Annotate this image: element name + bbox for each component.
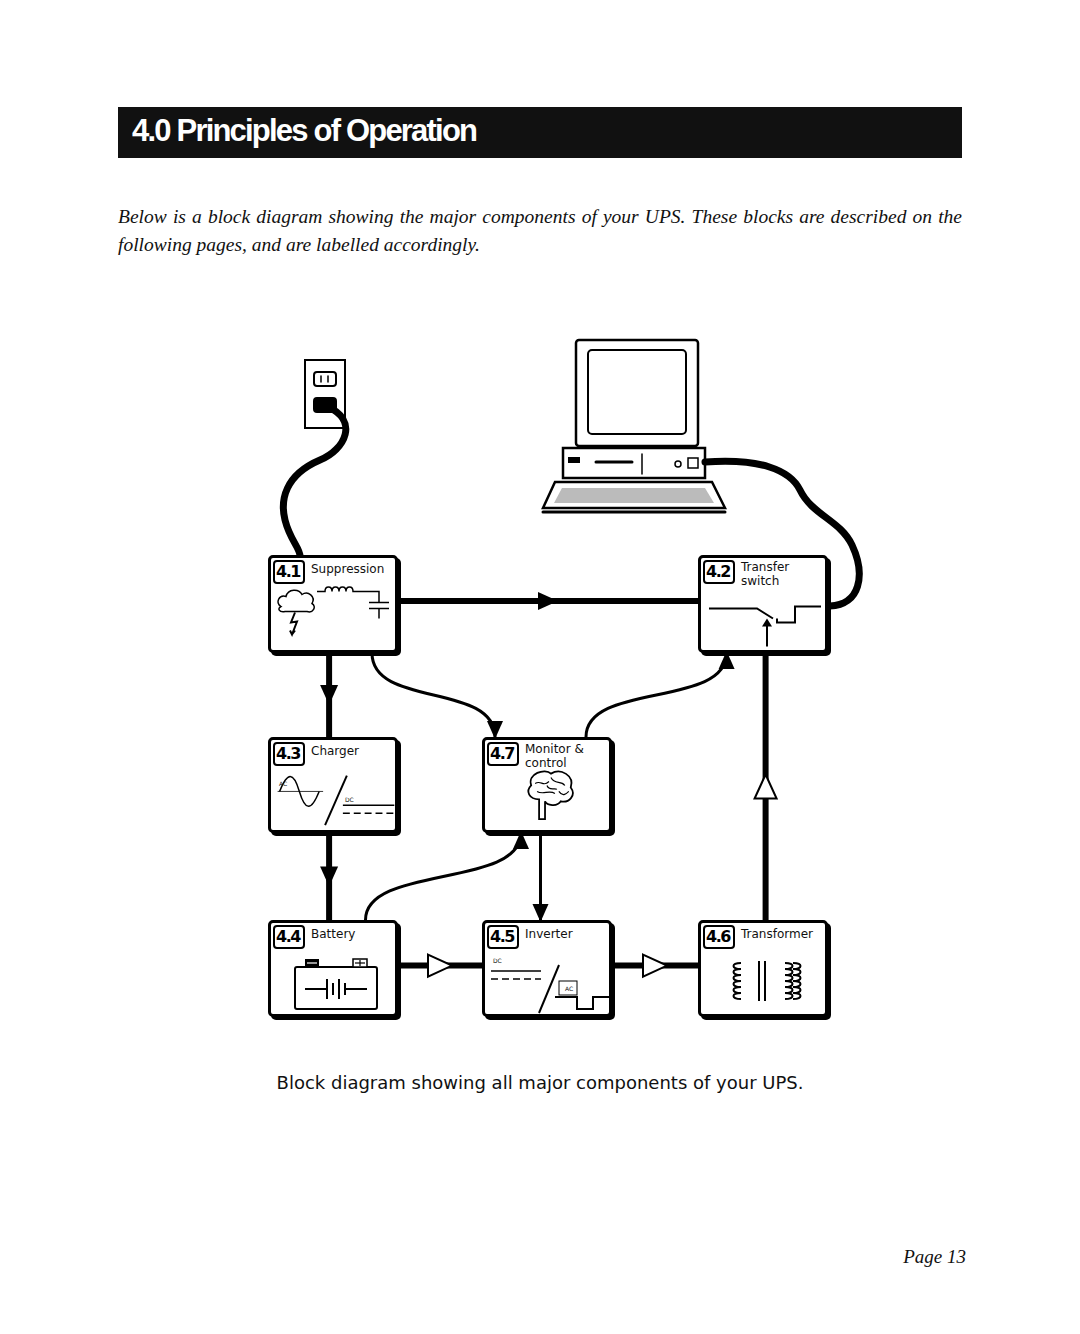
block-name: Inverter <box>525 927 573 941</box>
ups-block: 4.2Transfer switch <box>698 555 828 653</box>
signal-label: AC <box>279 780 287 787</box>
signal-flow-arrow <box>763 653 769 920</box>
signal-flow-arrow <box>612 963 698 969</box>
signal-label: AC <box>565 985 573 992</box>
section-number: 4.4 <box>273 925 305 949</box>
signal-flow-arrow <box>372 653 495 737</box>
block-name: Transfer switch <box>741 560 821 588</box>
block-name: Suppression <box>311 562 384 576</box>
signal-label: DC <box>345 796 354 803</box>
ups-block: 4.3 ChargerAC DC <box>268 737 398 833</box>
computer <box>543 340 725 512</box>
signal-flow-arrow <box>366 833 522 920</box>
signal-flow-arrow <box>326 833 332 920</box>
intro-text: Below is a block diagram showing the maj… <box>118 203 962 259</box>
section-number: 4.2 <box>703 560 735 584</box>
block-name: Battery <box>311 927 355 941</box>
signal-flow-arrow <box>326 653 332 737</box>
ups-block: 4.6 Transformer <box>698 920 828 1017</box>
page-number: Page 13 <box>903 1246 966 1268</box>
ups-block: 4.4 Battery <box>268 920 398 1017</box>
section-number: 4.3 <box>273 742 305 766</box>
block-name: Charger <box>311 744 359 758</box>
block-name: Transformer <box>741 927 813 941</box>
power-cord <box>283 406 345 556</box>
section-number: 4.5 <box>487 925 519 949</box>
signal-label: DC <box>493 957 502 964</box>
signal-flow-arrow <box>398 598 698 604</box>
section-number: 4.7 <box>487 742 519 766</box>
ups-block: 4.5 InverterDC AC <box>482 920 612 1017</box>
signal-flow-arrow <box>398 963 482 969</box>
signal-flow-arrow <box>539 833 542 920</box>
ups-block: 4.7Monitor & control <box>482 737 612 833</box>
figure-caption: Block diagram showing all major componen… <box>118 1072 962 1093</box>
signal-flow-arrow <box>586 653 727 737</box>
ups-block: 4.1 Suppression <box>268 555 398 653</box>
section-number: 4.1 <box>273 560 305 584</box>
section-number: 4.6 <box>703 925 735 949</box>
page-title: 4.0 Principles of Operation <box>132 113 476 149</box>
block-name: Monitor & control <box>525 742 605 770</box>
